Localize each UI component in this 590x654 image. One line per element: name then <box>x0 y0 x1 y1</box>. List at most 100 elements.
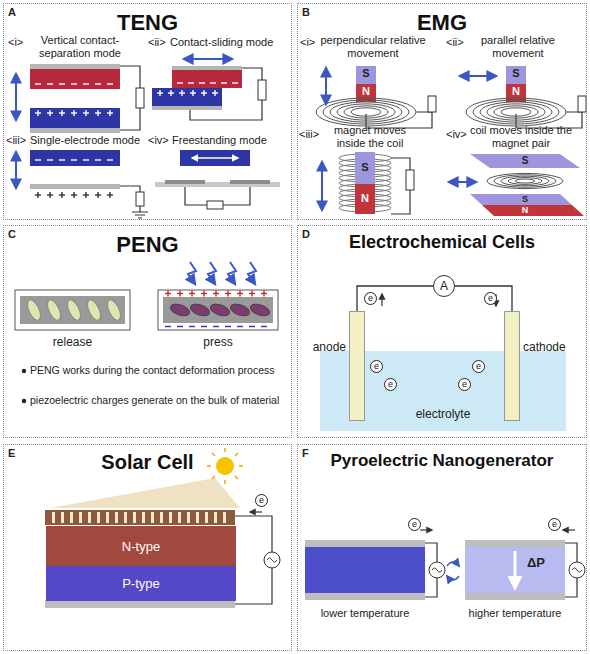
emg-illustration-part <box>449 181 476 183</box>
grid-finger <box>160 512 163 523</box>
solar-illustration-part <box>50 478 240 508</box>
pyroelectric-illustration-part <box>432 568 442 572</box>
piezo-grain <box>65 298 83 322</box>
charge-sign <box>35 159 41 160</box>
pyroelectric-illustration-part <box>563 529 575 530</box>
grid-finger <box>214 512 217 523</box>
grid-finger <box>106 512 109 523</box>
pyroelectric-illustration-part <box>305 540 425 547</box>
teng-illustration-part <box>30 150 120 166</box>
emg-illustration-part <box>428 96 436 112</box>
peng-illustration-part <box>158 290 278 330</box>
emg-illustration-part <box>460 75 496 77</box>
label: <iii> <box>299 128 319 141</box>
coil-winding <box>466 98 566 126</box>
charge-sign <box>97 192 98 198</box>
node-text: anode <box>313 340 346 354</box>
solar-illustration-part <box>216 457 234 475</box>
coil-winding <box>501 176 549 186</box>
charge-sign <box>107 159 113 160</box>
teng-illustration-part <box>192 157 238 159</box>
piezo-grain <box>85 298 103 322</box>
grid-finger <box>169 512 172 523</box>
coil-winding <box>487 104 545 120</box>
charge-sign <box>214 90 215 96</box>
charge-sign <box>165 326 171 327</box>
label: S <box>506 67 526 80</box>
label: magnet moves inside the coil <box>322 124 418 149</box>
charge-sign <box>73 192 74 198</box>
charge-sign <box>203 90 204 96</box>
figure-panel: FPyroelectric Nanogenerator <box>297 444 587 651</box>
solar-illustration-part <box>45 600 235 608</box>
coil-winding <box>330 102 402 122</box>
charge-sign <box>189 326 195 327</box>
teng-illustration-part <box>136 192 144 206</box>
panel-letter: C <box>8 228 16 240</box>
coil-winding <box>494 175 556 187</box>
peng-illustration-part <box>22 399 26 403</box>
electron-symbol: e <box>484 292 497 305</box>
label: N <box>515 205 535 215</box>
panel-letter: F <box>302 447 309 459</box>
label: <i> <box>8 36 23 49</box>
semiconductor-layer: N-type <box>46 526 236 566</box>
charge-sign <box>59 83 65 84</box>
charge-sign <box>109 110 110 116</box>
panel-title: Electrochemical Cells <box>349 232 535 253</box>
panel-letter: A <box>8 6 16 18</box>
charge-sign <box>188 82 194 83</box>
electron-symbol: e <box>472 360 485 373</box>
charge-sign <box>97 110 98 116</box>
label: perpendicular relative movement <box>318 34 428 59</box>
panel-title: EMG <box>417 10 467 36</box>
label: parallel relative movement <box>462 34 574 59</box>
grid-finger <box>115 512 118 523</box>
semiconductor-layer: P-type <box>46 566 236 601</box>
piezo-grain <box>25 298 43 322</box>
charge-sign <box>83 83 89 84</box>
label: N <box>506 85 526 98</box>
magnet-inside-coil-part <box>355 152 375 184</box>
pyroelectric-illustration-part <box>420 529 432 530</box>
node-text: A <box>440 279 448 293</box>
grid-finger <box>61 512 64 523</box>
grid-finger <box>196 512 199 523</box>
peng-illustration-part <box>15 290 130 330</box>
solar-illustration-part <box>45 510 235 525</box>
grid-finger <box>187 512 190 523</box>
ammeter-circle: A <box>433 275 455 297</box>
emg-illustration-part <box>366 96 432 128</box>
teng-illustration-part <box>180 150 250 166</box>
coil-winding <box>473 100 559 124</box>
electrode: anode <box>349 311 365 421</box>
pyroelectric-illustration-part <box>465 540 565 547</box>
grid-finger <box>124 512 127 523</box>
emg-illustration <box>322 66 586 216</box>
charge-sign <box>199 82 205 83</box>
teng-illustration-part <box>30 64 120 69</box>
charge-sign <box>47 159 53 160</box>
label: PENG works during the contact deformatio… <box>30 364 285 376</box>
charge-sign <box>192 90 193 96</box>
grid-finger <box>88 512 91 523</box>
label: Freestanding mode <box>172 134 267 147</box>
charge-sign <box>59 159 65 160</box>
emg-illustration-part <box>356 84 376 102</box>
charge-sign <box>83 159 89 160</box>
node-text: N-type <box>122 539 160 554</box>
emg-illustration-part <box>406 170 414 190</box>
charge-sign <box>35 83 41 84</box>
coil-winding <box>323 100 409 124</box>
grid-finger <box>70 512 73 523</box>
label: <iv> <box>148 134 169 147</box>
teng-illustration-part <box>30 108 120 128</box>
coil-winding <box>515 179 535 183</box>
charge-sign <box>201 326 207 327</box>
teng-illustration-part <box>30 184 120 189</box>
charge-sign <box>210 82 216 83</box>
label: N <box>355 192 375 205</box>
label: <ii> <box>446 36 464 49</box>
charge-sign <box>263 291 264 297</box>
